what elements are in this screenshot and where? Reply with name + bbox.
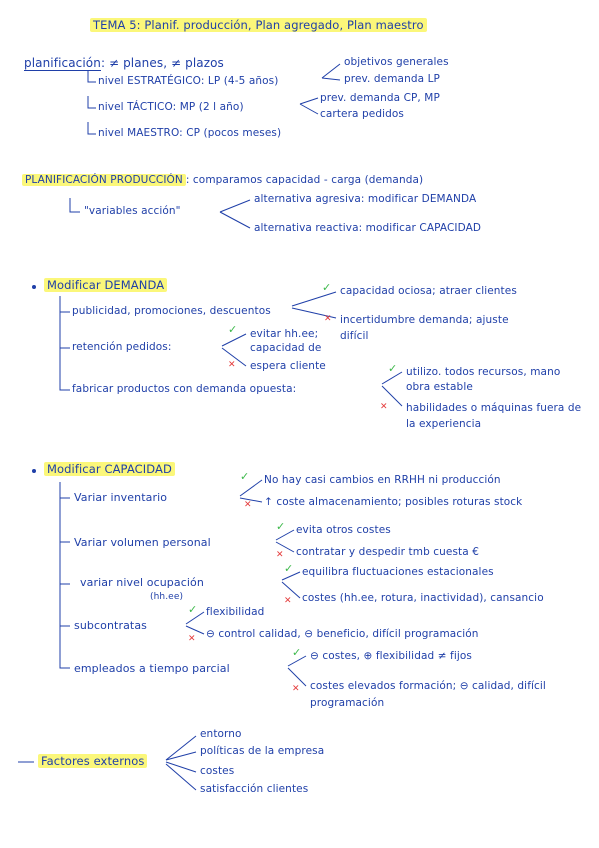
alternativa-reactiva: alternativa reactiva: modificar CAPACIDA… bbox=[254, 222, 482, 234]
planif-heading-rest: : ≠ planes, ≠ plazos bbox=[100, 56, 224, 70]
planif-heading: planificación: ≠ planes, ≠ plazos bbox=[24, 56, 224, 71]
level-tactico: nivel TÁCTICO: MP (2 l año) bbox=[98, 101, 244, 113]
capacidad-con-4: ⊖ control calidad, ⊖ beneficio, difícil … bbox=[206, 628, 479, 640]
bullet-dot bbox=[32, 469, 36, 473]
factor-item-2: políticas de la empresa bbox=[200, 745, 325, 757]
demanda-con-2: espera cliente bbox=[250, 360, 326, 372]
check-icon: ✓ bbox=[188, 603, 198, 616]
capacidad-item-4: subcontratas bbox=[74, 619, 147, 632]
capacidad-item-3: variar nivel ocupación bbox=[80, 576, 204, 589]
capacidad-heading: Modificar CAPACIDAD bbox=[44, 462, 175, 476]
demanda-item-2: retención pedidos: bbox=[72, 341, 172, 353]
demanda-pro-1: capacidad ociosa; atraer clientes bbox=[340, 285, 517, 297]
factores-heading-label: Factores externos bbox=[38, 754, 148, 768]
prod-heading: PLANIFICACIÓN PRODUCCIÓN: comparamos cap… bbox=[22, 174, 423, 186]
capacidad-con-5: costes elevados formación; ⊖ calidad, di… bbox=[310, 680, 546, 709]
check-icon: ✓ bbox=[228, 323, 238, 336]
bullet-dot bbox=[32, 285, 36, 289]
tactico-note-1: prev. demanda CP, MP bbox=[320, 92, 440, 104]
cross-icon: ✕ bbox=[276, 550, 284, 560]
prod-heading-rest: : comparamos capacidad - carga (demanda) bbox=[185, 174, 424, 186]
factor-item-1: entorno bbox=[200, 728, 242, 740]
capacidad-pro-4: flexibilidad bbox=[206, 606, 265, 618]
variables-accion: "variables acción" bbox=[84, 205, 181, 217]
capacidad-con-1: ↑ coste almacenamiento; posibles roturas… bbox=[264, 496, 523, 508]
demanda-heading-label: Modificar DEMANDA bbox=[44, 278, 168, 292]
demanda-heading: Modificar DEMANDA bbox=[44, 278, 168, 292]
capacidad-pro-5: ⊖ costes, ⊕ flexibilidad ≠ fijos bbox=[310, 650, 472, 662]
estrategico-note-2: prev. demanda LP bbox=[344, 73, 440, 85]
planif-heading-label: planificación bbox=[24, 56, 101, 71]
cross-icon: ✕ bbox=[188, 634, 196, 644]
check-icon: ✓ bbox=[322, 281, 332, 294]
demanda-item-1: publicidad, promociones, descuentos bbox=[72, 305, 271, 317]
level-maestro: nivel MAESTRO: CP (pocos meses) bbox=[98, 127, 282, 139]
check-icon: ✓ bbox=[240, 470, 250, 483]
demanda-item-3: fabricar productos con demanda opuesta: bbox=[72, 383, 297, 395]
capacidad-item-3-sub: (hh.ee) bbox=[150, 592, 184, 602]
prod-heading-label: PLANIFICACIÓN PRODUCCIÓN bbox=[22, 174, 186, 186]
capacidad-pro-2: evita otros costes bbox=[296, 524, 391, 536]
factor-item-4: satisfacción clientes bbox=[200, 783, 309, 795]
cross-icon: ✕ bbox=[284, 596, 292, 606]
demanda-con-1: incertidumbre demanda; ajuste difícil bbox=[340, 314, 509, 342]
demanda-pro-3: utilizo. todos recursos, mano obra estab… bbox=[406, 366, 561, 393]
estrategico-note-1: objetivos generales bbox=[344, 56, 449, 68]
demanda-con-3: habilidades o máquinas fuera de la exper… bbox=[406, 402, 582, 430]
tactico-note-2: cartera pedidos bbox=[320, 108, 404, 120]
alternativa-agresiva: alternativa agresiva: modificar DEMANDA bbox=[254, 193, 477, 205]
cross-icon: ✕ bbox=[228, 360, 236, 370]
check-icon: ✓ bbox=[284, 562, 294, 575]
check-icon: ✓ bbox=[388, 362, 398, 375]
level-estrategico: nivel ESTRATÉGICO: LP (4-5 años) bbox=[98, 75, 279, 87]
capacidad-heading-label: Modificar CAPACIDAD bbox=[44, 462, 175, 476]
factor-item-3: costes bbox=[200, 765, 235, 777]
check-icon: ✓ bbox=[276, 520, 286, 533]
factores-heading: Factores externos bbox=[38, 754, 148, 768]
capacidad-con-3: costes (hh.ee, rotura, inactividad), can… bbox=[302, 592, 544, 604]
cross-icon: ✕ bbox=[324, 314, 332, 324]
capacidad-item-1: Variar inventario bbox=[74, 491, 168, 504]
check-icon: ✓ bbox=[292, 646, 302, 659]
page-title: TEMA 5: Planif. producción, Plan agregad… bbox=[90, 18, 427, 32]
cross-icon: ✕ bbox=[380, 402, 388, 412]
demanda-pro-2: evitar hh.ee; capacidad de bbox=[250, 328, 322, 354]
cross-icon: ✕ bbox=[244, 500, 252, 510]
capacidad-pro-1: No hay casi cambios en RRHH ni producció… bbox=[264, 474, 501, 486]
cross-icon: ✕ bbox=[292, 684, 300, 694]
capacidad-pro-3: equilibra fluctuaciones estacionales bbox=[302, 566, 494, 578]
capacidad-con-2: contratar y despedir tmb cuesta € bbox=[296, 546, 480, 558]
capacidad-item-5: empleados a tiempo parcial bbox=[74, 662, 230, 675]
capacidad-item-2: Variar volumen personal bbox=[74, 536, 211, 549]
